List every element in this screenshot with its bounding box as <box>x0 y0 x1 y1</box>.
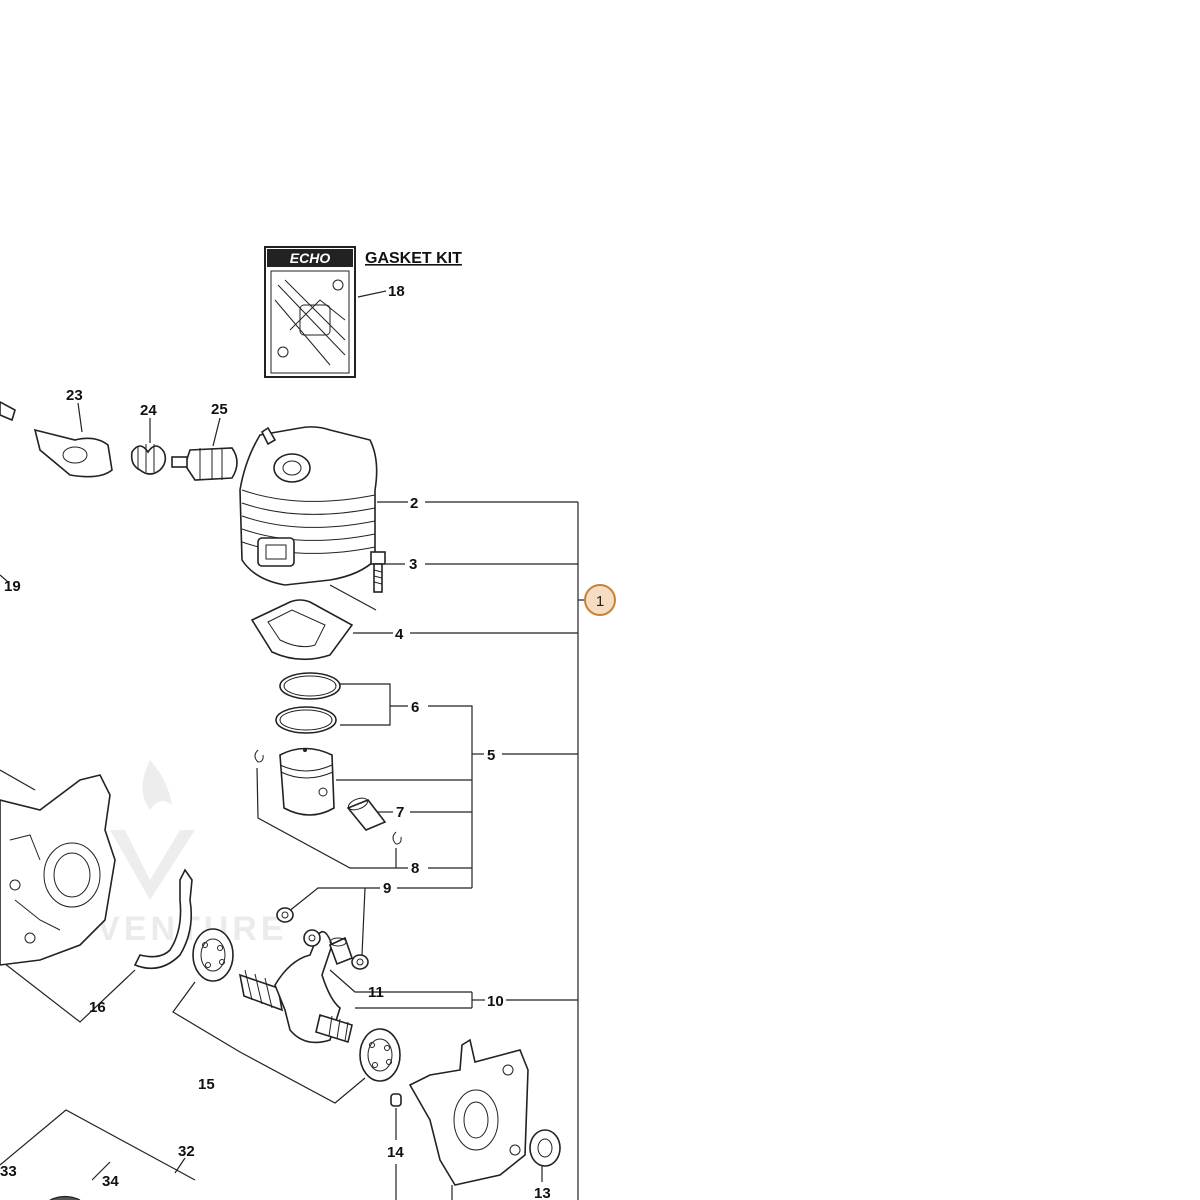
callout-3[interactable]: 3 <box>409 556 417 573</box>
echo-logo: ECHO <box>290 250 331 266</box>
callout-32[interactable]: 32 <box>178 1143 195 1160</box>
part-23[interactable] <box>0 401 113 478</box>
crankcase-left[interactable] <box>0 774 116 966</box>
callout-19[interactable]: 19 <box>4 578 21 595</box>
callout-24[interactable]: 24 <box>140 402 157 419</box>
callout-11[interactable]: 11 <box>368 984 384 1001</box>
callout-16[interactable]: 16 <box>89 999 106 1016</box>
callout-10[interactable]: 10 <box>487 993 504 1010</box>
callout-33[interactable]: 33 <box>0 1163 17 1180</box>
part-15-bearing-left[interactable] <box>192 928 234 982</box>
callout-18[interactable]: 18 <box>388 283 405 300</box>
callout-14[interactable]: 14 <box>387 1144 404 1161</box>
part-14-pin[interactable] <box>390 1093 402 1107</box>
callout-8[interactable]: 8 <box>411 860 419 877</box>
part-5-piston[interactable] <box>279 747 335 816</box>
callout-1: 1 <box>596 593 604 610</box>
part-6-rings[interactable] <box>275 672 341 734</box>
callout-34[interactable]: 34 <box>102 1173 119 1190</box>
gasket-kit-title: GASKET KIT <box>365 250 462 267</box>
callout-2[interactable]: 2 <box>410 495 418 512</box>
callout-9[interactable]: 9 <box>383 880 391 897</box>
callout-4[interactable]: 4 <box>395 626 404 643</box>
callout-25[interactable]: 25 <box>211 401 228 418</box>
part-8-circlip-left[interactable] <box>254 749 264 763</box>
part-16-gasket[interactable] <box>133 868 193 970</box>
part-15-bearing-right[interactable] <box>359 1028 401 1082</box>
callout-7[interactable]: 7 <box>396 804 404 821</box>
part-2-cylinder[interactable] <box>239 426 378 586</box>
callout-6[interactable]: 6 <box>411 699 419 716</box>
part-4-gasket[interactable] <box>250 599 354 661</box>
part-13-seal[interactable] <box>529 1129 561 1167</box>
crankcase-right[interactable] <box>408 1038 529 1186</box>
part-9-washer[interactable] <box>276 907 369 970</box>
callout-15[interactable]: 15 <box>198 1076 215 1093</box>
callout-5[interactable]: 5 <box>487 747 495 764</box>
part-7-pin[interactable] <box>346 796 387 831</box>
part-3-bolt[interactable] <box>370 551 386 593</box>
hotspot-assembly-1[interactable]: 1 <box>584 584 616 616</box>
part-8-circlip-right[interactable] <box>392 831 402 845</box>
callout-23[interactable]: 23 <box>66 387 83 404</box>
part-11-bearing[interactable] <box>328 936 354 966</box>
part-10-crankshaft[interactable] <box>238 929 353 1044</box>
gasket-kit-box[interactable]: ECHO <box>264 246 356 378</box>
callout-13[interactable]: 13 <box>534 1185 551 1200</box>
part-25[interactable] <box>171 447 238 481</box>
part-24[interactable] <box>130 444 167 475</box>
